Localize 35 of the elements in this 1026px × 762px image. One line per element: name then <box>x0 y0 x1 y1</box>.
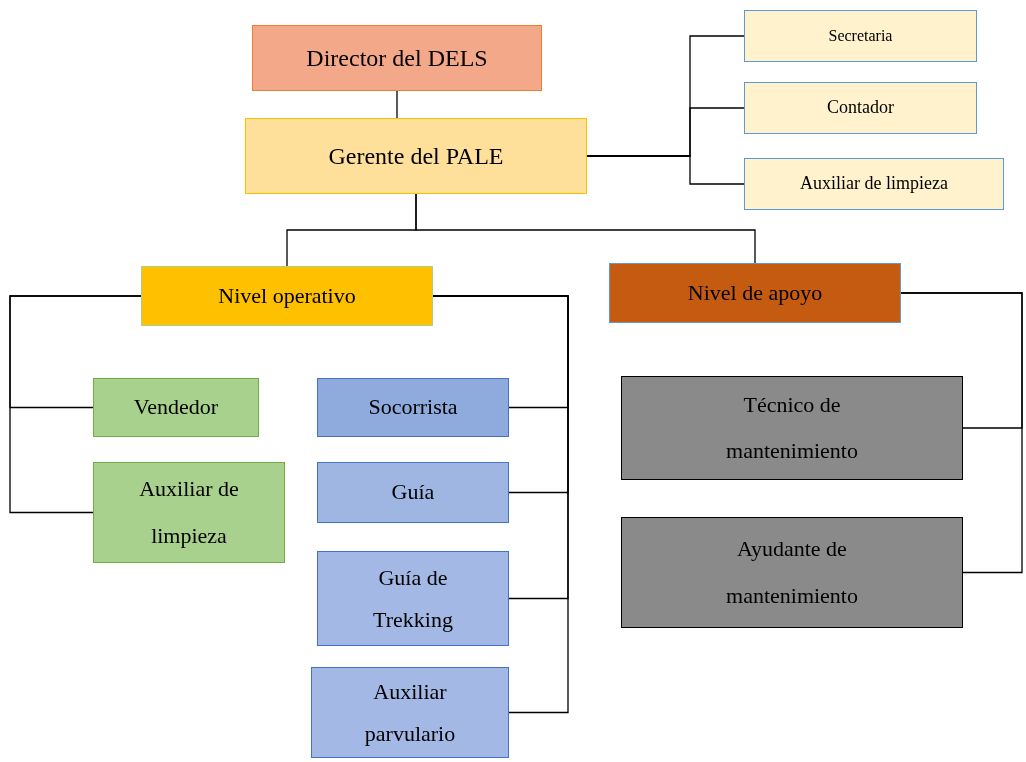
box-label: Secretaria <box>828 26 893 46</box>
org-box <box>141 266 433 326</box>
box-label: Auxiliar de limpieza <box>138 475 240 550</box>
org-box <box>744 10 977 62</box>
org-box <box>317 551 509 646</box>
box-label: Guía de Trekking <box>372 563 454 634</box>
org-box <box>311 667 509 758</box>
box-label: Socorrista <box>368 394 458 421</box>
org-box <box>317 462 509 523</box>
connector-line <box>9 295 142 514</box>
org-box <box>317 378 509 437</box>
connector-line <box>396 90 398 119</box>
box-label: Contador <box>827 97 894 119</box>
org-box <box>245 118 587 194</box>
org-box <box>93 378 259 437</box>
org-box <box>744 82 977 134</box>
box-label: Vendedor <box>133 394 219 421</box>
org-box <box>744 158 1004 210</box>
org-box <box>93 462 285 563</box>
box-label: Gerente del PALE <box>328 141 504 171</box>
connector-line <box>415 193 756 264</box>
box-label: Nivel de apoyo <box>687 279 823 307</box>
box-label: Auxiliar parvulario <box>363 677 457 748</box>
org-box <box>621 517 963 628</box>
box-label: Nivel operativo <box>218 282 356 310</box>
org-box <box>621 376 963 480</box>
box-label: Técnico de mantenimiento <box>725 390 859 465</box>
org-box <box>609 263 901 323</box>
box-label: Ayudante de mantenimiento <box>725 535 859 610</box>
box-label: Auxiliar de limpieza <box>800 173 948 195</box>
box-label: Guía <box>391 479 435 506</box>
org-box <box>252 25 542 91</box>
connector-line <box>586 155 745 185</box>
connector-line <box>900 292 1023 574</box>
box-label: Director del DELS <box>306 43 488 73</box>
